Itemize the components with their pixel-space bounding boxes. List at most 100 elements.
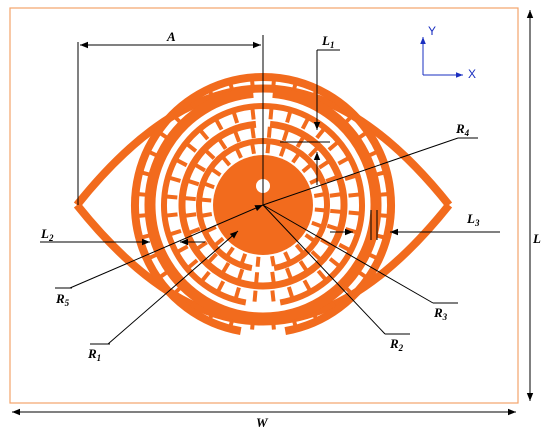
ring-tick [252, 290, 258, 302]
ring-tick [285, 267, 293, 280]
ring-tick [176, 158, 188, 168]
ring-tick [166, 194, 178, 200]
ring-tick [184, 196, 196, 202]
split-rings [131, 73, 395, 335]
ring-tick [255, 256, 261, 267]
split-ring-2 [144, 86, 382, 324]
ring-tick [204, 149, 216, 160]
ring-tick [278, 146, 287, 157]
ring-tick [270, 255, 276, 267]
ring-tick [217, 138, 228, 150]
axis-y-label: Y [428, 24, 436, 38]
label-W: W [256, 415, 269, 430]
ring-tick [348, 210, 360, 216]
ring-tick [233, 130, 241, 143]
ring-tick [187, 258, 199, 269]
ring-tick [211, 167, 222, 177]
ring-tick [207, 252, 218, 264]
substrate-outline [9, 7, 519, 404]
dimension-lines [12, 10, 534, 416]
ring-tick [291, 153, 301, 164]
ring-tick [200, 270, 211, 282]
ring-tick [270, 271, 276, 284]
ring-tick [233, 287, 241, 299]
ring-tick [304, 233, 315, 243]
ring-tick [294, 243, 305, 254]
ring-tick [234, 147, 243, 159]
ring-tick [330, 208, 342, 214]
ring-tick [204, 181, 215, 190]
ring-tick [214, 118, 224, 131]
ring-tick [338, 242, 350, 252]
ring-tick [318, 159, 330, 170]
label-R4: R4 [455, 121, 470, 138]
label-R1: R1 [87, 346, 101, 363]
ring-tick [325, 175, 338, 183]
ring-tick [265, 143, 271, 154]
axis-x-label: X [468, 67, 476, 81]
ring-tick [329, 192, 342, 198]
ring-tick [221, 262, 231, 274]
ring-tick [281, 129, 289, 142]
ring-tick [250, 108, 256, 120]
axis-indicator: Y X [420, 24, 476, 81]
ring-tick [326, 223, 339, 231]
ring-tick [298, 260, 309, 272]
split-ring-4 [178, 120, 348, 290]
ring-tick [315, 128, 326, 140]
ring-tick [314, 207, 325, 213]
ring-tick [225, 246, 235, 257]
ring-tick [270, 290, 276, 302]
ring-tick [348, 192, 360, 198]
ring-tick [169, 228, 182, 237]
ring-tick [201, 197, 212, 203]
ring-tick [254, 272, 260, 284]
ring-tick [166, 212, 178, 218]
ring-tick [328, 257, 340, 268]
ring-tick [214, 236, 225, 247]
label-L1: L1 [321, 33, 334, 50]
ring-tick [205, 225, 217, 234]
ring-tick [186, 142, 198, 153]
ring-tick [309, 176, 321, 185]
ring-tick [268, 108, 274, 120]
ring-tick [194, 163, 206, 173]
label-L3: L3 [466, 211, 480, 228]
ring-tick [302, 279, 312, 292]
ring-tick [316, 269, 327, 281]
label-L: L [532, 231, 541, 246]
ring-tick [239, 253, 248, 264]
label-R2: R2 [389, 336, 404, 353]
ring-tick [237, 268, 245, 281]
ring-tick [327, 141, 339, 152]
ring-tick [199, 129, 210, 141]
ring-tick [184, 212, 197, 218]
ring-tick [216, 280, 226, 292]
ring-tick [286, 286, 295, 299]
label-R3: R3 [433, 305, 448, 322]
ring-tick [308, 146, 319, 158]
ring-tick [313, 192, 325, 198]
ring-tick [283, 251, 292, 263]
ring-tick [300, 118, 310, 130]
label-A: A [166, 29, 176, 44]
ring-tick [221, 156, 232, 167]
ring-tick [201, 212, 213, 218]
ring-tick [301, 163, 312, 174]
ring-tick [250, 143, 256, 155]
label-L2: L2 [40, 226, 54, 243]
ring-tick [169, 175, 181, 183]
ring-tick [176, 244, 189, 254]
ring-tick [337, 156, 350, 166]
ring-tick [250, 126, 256, 139]
ring-tick [266, 126, 272, 138]
label-R5: R5 [55, 291, 70, 308]
ring-tick [188, 227, 201, 235]
ring-tick [196, 240, 208, 251]
ring-tick [310, 250, 322, 261]
ring-tick [231, 111, 240, 124]
ring-tick [187, 179, 200, 187]
ring-tick [285, 111, 293, 123]
ring-tick [320, 237, 332, 247]
